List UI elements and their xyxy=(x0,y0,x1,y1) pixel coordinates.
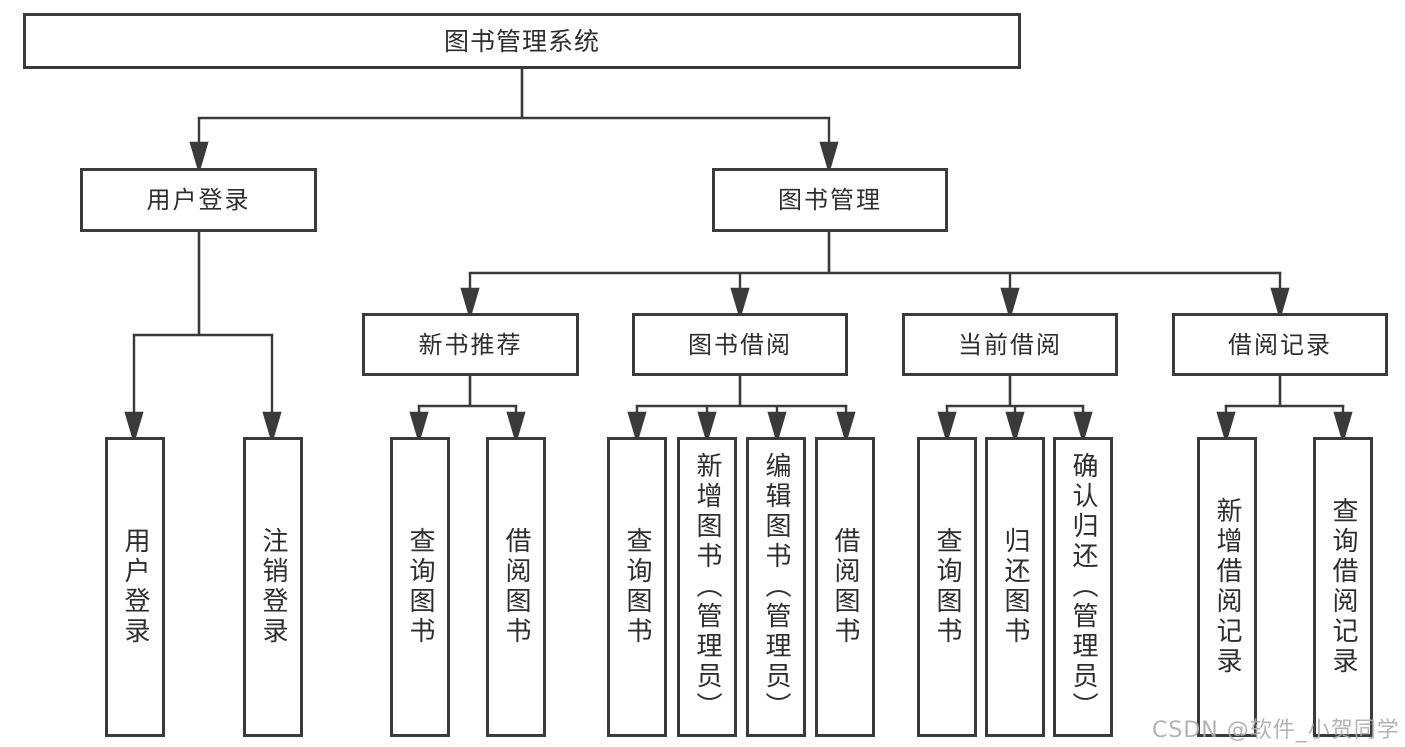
node-system-root-label: 图书管理系统 xyxy=(443,26,600,56)
node-current-borrowing: 当前借阅 xyxy=(902,313,1118,376)
node-book-borrowing: 图书借阅 xyxy=(632,313,848,376)
arrow-head-level2 xyxy=(460,273,1290,321)
node-new-book-recommend-label: 新书推荐 xyxy=(418,330,523,359)
arrow-head-user-leaves xyxy=(124,335,282,445)
leaf-add-borrow-record-label: 新增借阅记录 xyxy=(1212,497,1242,677)
leaf-confirm-return-admin-label: 确认归还（管理员） xyxy=(1068,452,1098,722)
node-user-login-label: 用户登录 xyxy=(146,186,251,214)
arrow-head-level3 xyxy=(409,406,1353,445)
leaf-return-books: 归还图书 xyxy=(985,437,1045,737)
leaf-query-books-borrowing-label: 查询图书 xyxy=(622,527,652,647)
leaf-edit-books-admin-label: 编辑图书（管理员） xyxy=(761,452,791,722)
node-book-management: 图书管理 xyxy=(712,168,948,232)
leaf-add-books-admin-label: 新增图书（管理员） xyxy=(692,452,722,722)
node-user-login: 用户登录 xyxy=(80,168,317,232)
leaf-user-login-label: 用户登录 xyxy=(120,527,150,647)
arrow-head-level1 xyxy=(189,118,839,175)
leaf-query-books-current: 查询图书 xyxy=(917,437,977,737)
leaf-borrow-books-borrowing-label: 借阅图书 xyxy=(830,527,860,647)
leaf-user-login: 用户登录 xyxy=(105,437,165,737)
leaf-logout-label: 注销登录 xyxy=(258,527,288,647)
node-borrow-records: 借阅记录 xyxy=(1172,313,1388,376)
node-book-management-label: 图书管理 xyxy=(778,186,882,214)
leaf-query-books-borrowing: 查询图书 xyxy=(607,437,667,737)
node-system-root: 图书管理系统 xyxy=(23,13,1021,69)
node-borrow-records-label: 借阅记录 xyxy=(1228,330,1332,359)
leaf-add-borrow-record: 新增借阅记录 xyxy=(1197,437,1257,737)
leaf-query-books-current-label: 查询图书 xyxy=(932,527,962,647)
csdn-watermark: CSDN @软件_小贺同学 xyxy=(1152,718,1400,743)
leaf-return-books-label: 归还图书 xyxy=(1000,527,1030,647)
leaf-query-books-newbooks-label: 查询图书 xyxy=(405,527,435,647)
connector-spine xyxy=(132,66,1345,408)
leaf-borrow-books-borrowing: 借阅图书 xyxy=(815,437,875,737)
leaf-query-borrow-record: 查询借阅记录 xyxy=(1313,437,1373,737)
leaf-query-books-newbooks: 查询图书 xyxy=(390,437,450,737)
leaf-borrow-books-newbooks-label: 借阅图书 xyxy=(501,527,531,647)
leaf-borrow-books-newbooks: 借阅图书 xyxy=(486,437,546,737)
leaf-logout: 注销登录 xyxy=(243,437,303,737)
leaf-add-books-admin: 新增图书（管理员） xyxy=(677,437,737,737)
node-book-borrowing-label: 图书借阅 xyxy=(688,330,792,359)
leaf-query-borrow-record-label: 查询借阅记录 xyxy=(1328,497,1358,677)
node-current-borrowing-label: 当前借阅 xyxy=(958,330,1062,359)
leaf-confirm-return-admin: 确认归还（管理员） xyxy=(1053,437,1113,737)
leaf-edit-books-admin: 编辑图书（管理员） xyxy=(746,437,806,737)
node-new-book-recommend: 新书推荐 xyxy=(362,313,579,376)
